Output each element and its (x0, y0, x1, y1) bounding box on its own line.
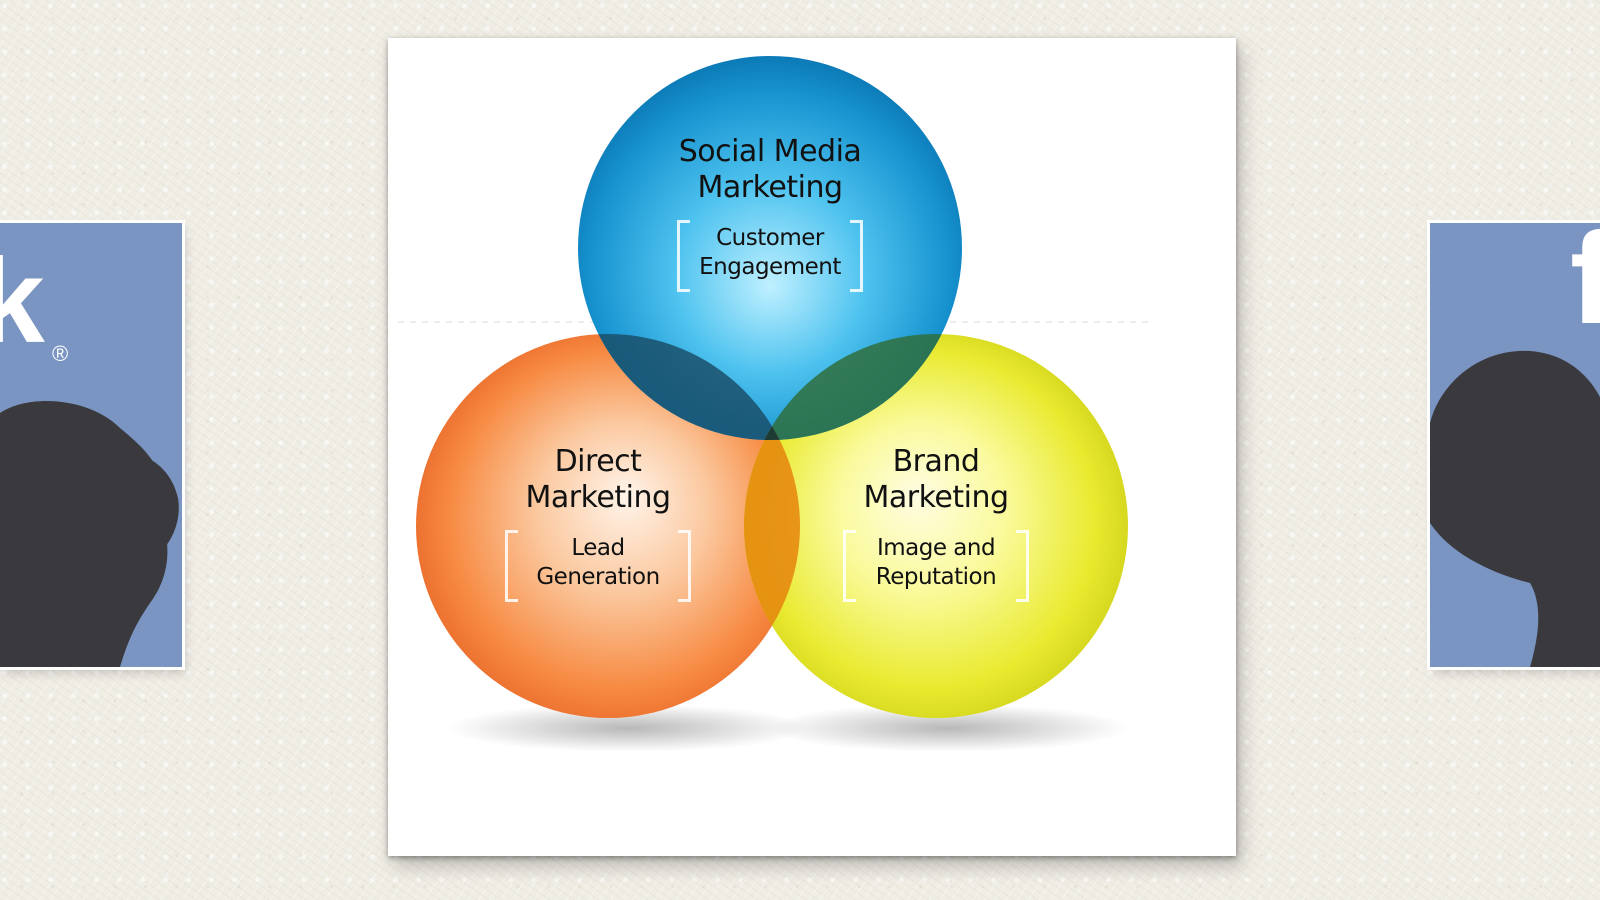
social-media-label: Social Media Marketing Customer Engageme… (640, 134, 900, 292)
direct-marketing-title: Direct Marketing (525, 444, 671, 515)
venn-diagram-card: Social Media Marketing Customer Engageme… (388, 38, 1236, 856)
right-logo-fragment: f (1570, 223, 1600, 351)
right-bracket (1016, 530, 1029, 602)
left-profile-photo: k ® (0, 223, 182, 667)
right-bracket (850, 220, 863, 292)
left-bracket (505, 530, 518, 602)
left-silhouette-image (0, 223, 182, 667)
direct-marketing-subtitle-box: Lead Generation (505, 530, 691, 602)
brand-circle-shadow (768, 704, 1128, 752)
right-profile-photo: f (1430, 223, 1600, 667)
brand-marketing-subtitle-box: Image and Reputation (843, 530, 1029, 602)
left-trademark: ® (52, 341, 69, 366)
direct-marketing-circle (416, 334, 800, 718)
brand-marketing-subtitle: Image and Reputation (875, 535, 997, 590)
direct-circle-shadow (448, 704, 808, 752)
social-media-title: Social Media Marketing (678, 134, 862, 205)
direct-marketing-label: Direct Marketing Lead Generation (468, 444, 728, 602)
right-silhouette-image (1430, 223, 1600, 667)
right-bracket (678, 530, 691, 602)
venn-diagram (398, 56, 1148, 752)
social-media-circle (578, 56, 962, 440)
direct-marketing-subtitle: Lead Generation (536, 535, 660, 590)
brand-marketing-title: Brand Marketing (863, 444, 1009, 515)
social-media-subtitle: Customer Engagement (699, 225, 841, 280)
left-logo-fragment: k (0, 234, 45, 368)
left-bracket (843, 530, 856, 602)
social-media-subtitle-box: Customer Engagement (677, 220, 863, 292)
brand-marketing-label: Brand Marketing Image and Reputation (806, 444, 1066, 602)
brand-marketing-circle (744, 334, 1128, 718)
left-bracket (677, 220, 690, 292)
